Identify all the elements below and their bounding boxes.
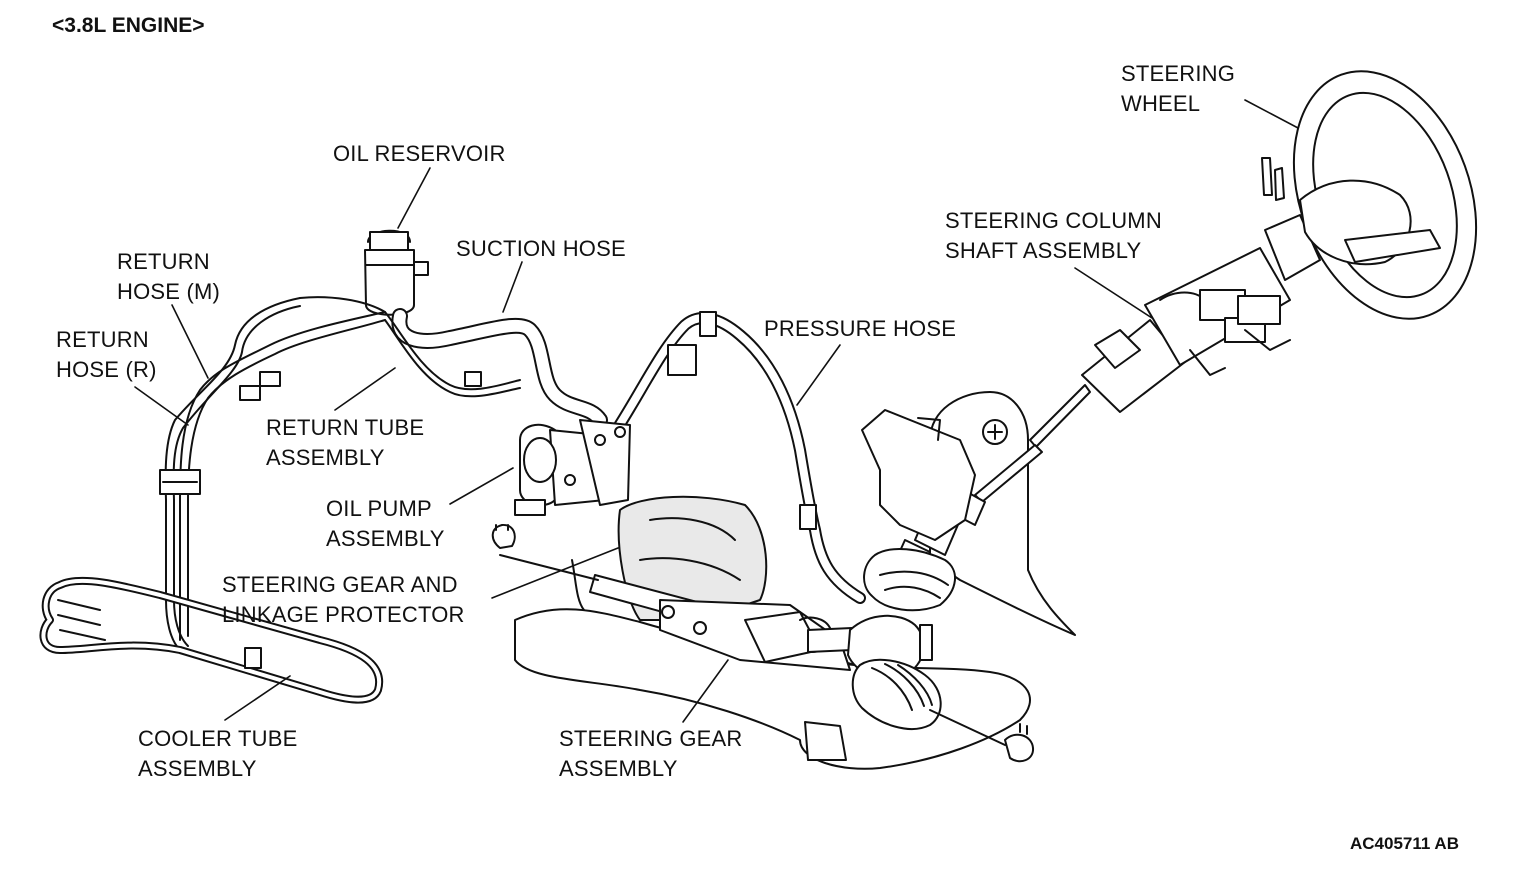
label-pressure-hose: PRESSURE HOSE xyxy=(764,314,956,344)
tie-rods xyxy=(491,523,1035,763)
linkage-protector xyxy=(617,495,768,621)
steering-wheel xyxy=(1292,70,1478,320)
oil-pump-assembly xyxy=(514,419,631,516)
leader-steering-column xyxy=(1074,267,1153,319)
engine-heading: <3.8L ENGINE> xyxy=(52,14,205,37)
figure-id: AC405711 AB xyxy=(1350,834,1459,853)
leader-oil-pump xyxy=(449,467,514,505)
leader-steering-wheel xyxy=(1244,99,1299,129)
label-steering-gear: STEERING GEAR ASSEMBLY xyxy=(559,724,743,784)
return-pipes xyxy=(164,296,521,501)
label-oil-pump-line2: ASSEMBLY xyxy=(326,526,445,551)
label-oil-reservoir-line1: OIL RESERVOIR xyxy=(333,141,506,166)
label-steering-column-line2: SHAFT ASSEMBLY xyxy=(945,238,1142,263)
leader-steering-gear xyxy=(682,659,729,723)
label-return-tube-line2: ASSEMBLY xyxy=(266,445,385,470)
suction-hose xyxy=(391,308,608,428)
leader-suction-hose xyxy=(502,261,523,313)
label-suction-hose-line1: SUCTION HOSE xyxy=(456,236,626,261)
label-oil-reservoir: OIL RESERVOIR xyxy=(333,139,506,169)
label-return-hose-r: RETURN HOSE (R) xyxy=(56,325,157,385)
right-rack-boot xyxy=(851,658,942,730)
cooler-tube-assembly xyxy=(39,576,384,704)
leader-pressure-hose xyxy=(796,344,841,406)
leader-cooler-tube xyxy=(224,675,291,721)
leader-return-hose-r xyxy=(134,386,189,426)
label-cooler-tube-line1: COOLER TUBE xyxy=(138,726,298,751)
label-steering-column: STEERING COLUMN SHAFT ASSEMBLY xyxy=(945,206,1162,266)
label-steering-column-line1: STEERING COLUMN xyxy=(945,208,1162,233)
label-gear-protector: STEERING GEAR AND LINKAGE PROTECTOR xyxy=(222,570,465,630)
label-cooler-tube-line2: ASSEMBLY xyxy=(138,756,257,781)
oil-reservoir xyxy=(364,229,429,316)
label-cooler-tube: COOLER TUBE ASSEMBLY xyxy=(138,724,298,784)
label-return-hose-m: RETURN HOSE (M) xyxy=(117,247,220,307)
label-return-tube: RETURN TUBE ASSEMBLY xyxy=(266,413,424,473)
label-pressure-hose-line1: PRESSURE HOSE xyxy=(764,316,957,341)
label-steering-wheel-line2: WHEEL xyxy=(1121,91,1201,116)
label-return-hose-r-line1: RETURN xyxy=(56,327,149,352)
pressure-hose xyxy=(604,311,866,604)
leader-return-tube xyxy=(334,367,396,411)
label-gear-protector-line1: STEERING GEAR AND xyxy=(222,572,458,597)
label-steering-wheel-line1: STEERING xyxy=(1121,61,1236,86)
label-gear-protector-line2: LINKAGE PROTECTOR xyxy=(222,602,465,627)
leader-return-hose-m xyxy=(171,304,209,379)
leader-gear-protector xyxy=(491,547,619,599)
label-suction-hose: SUCTION HOSE xyxy=(456,234,626,264)
steering-column xyxy=(1029,157,1321,448)
steering-gear-rack xyxy=(589,574,861,671)
leader-lines xyxy=(134,99,1299,723)
label-return-hose-r-line2: HOSE (R) xyxy=(56,357,157,382)
label-steering-wheel: STEERING WHEEL xyxy=(1121,59,1235,119)
label-return-hose-m-line1: RETURN xyxy=(117,249,210,274)
label-oil-pump-line1: OIL PUMP xyxy=(326,496,432,521)
label-return-tube-line1: RETURN TUBE xyxy=(266,415,425,440)
leader-oil-reservoir xyxy=(397,167,431,229)
label-return-hose-m-line2: HOSE (M) xyxy=(117,279,221,304)
label-steering-gear-line1: STEERING GEAR xyxy=(559,726,743,751)
label-steering-gear-line2: ASSEMBLY xyxy=(559,756,678,781)
label-oil-pump: OIL PUMP ASSEMBLY xyxy=(326,494,445,554)
dash-panel-cover xyxy=(861,409,976,612)
